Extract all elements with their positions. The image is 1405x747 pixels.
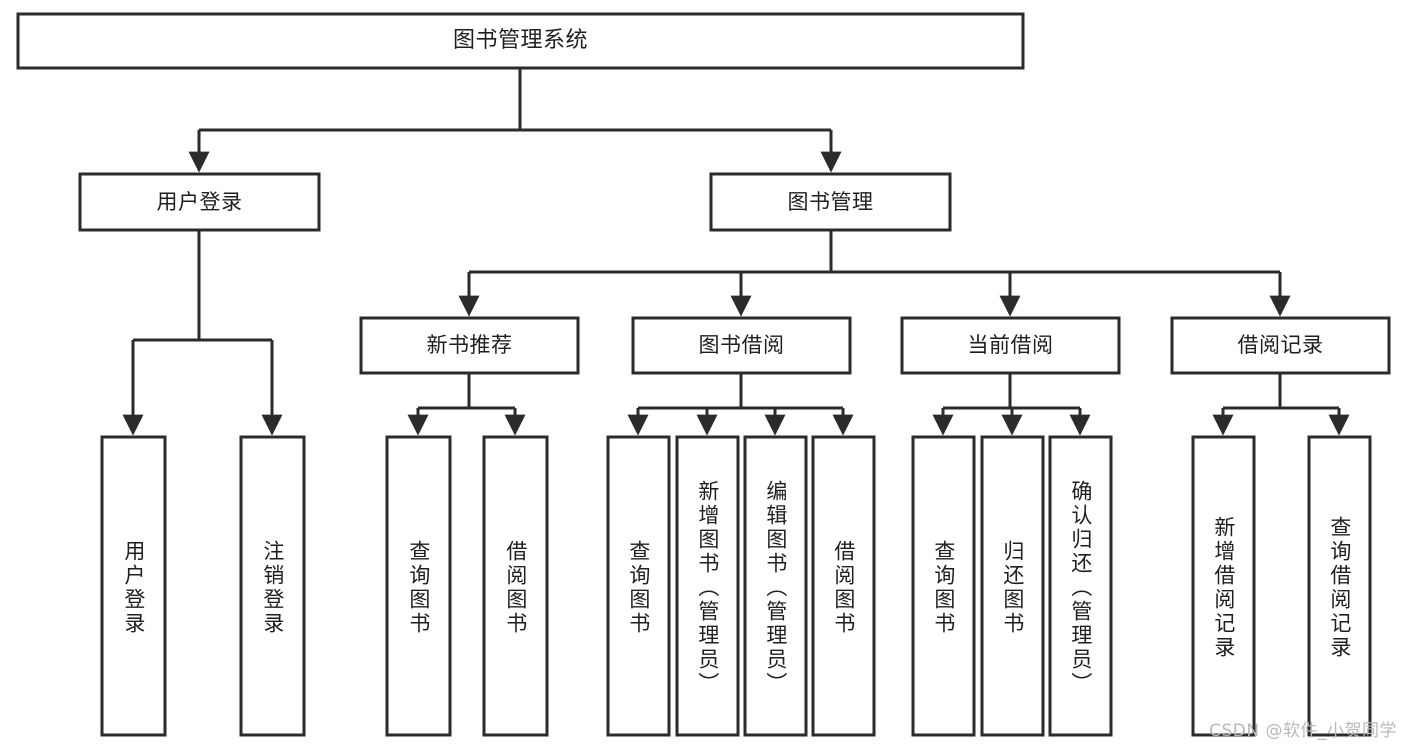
node-box-leaf-borrow-book-1[interactable] bbox=[482, 435, 549, 737]
node-box-user-login[interactable] bbox=[78, 172, 321, 232]
node-box-leaf-query-record[interactable] bbox=[1307, 435, 1372, 737]
node-box-root[interactable] bbox=[16, 12, 1025, 70]
node-box-new-book-recommend[interactable] bbox=[359, 316, 580, 375]
node-box-leaf-query-book-1[interactable] bbox=[385, 435, 452, 737]
watermark-credit: CSDN @软件_小贺同学 bbox=[1209, 721, 1397, 741]
node-box-book-management[interactable] bbox=[709, 172, 952, 232]
node-box-leaf-confirm-return[interactable] bbox=[1048, 435, 1113, 737]
node-box-current-borrow[interactable] bbox=[900, 316, 1121, 375]
node-box-book-borrow[interactable] bbox=[631, 316, 852, 375]
node-box-leaf-return-book[interactable] bbox=[980, 435, 1045, 737]
node-box-borrow-record[interactable] bbox=[1170, 316, 1391, 375]
node-box-leaf-query-book-3[interactable] bbox=[911, 435, 976, 737]
node-box-leaf-add-record[interactable] bbox=[1191, 435, 1256, 737]
node-box-leaf-edit-book[interactable] bbox=[743, 435, 808, 737]
node-box-leaf-borrow-book-2[interactable] bbox=[811, 435, 876, 737]
node-box-leaf-add-book[interactable] bbox=[675, 435, 740, 737]
node-box-leaf-query-book-2[interactable] bbox=[606, 435, 671, 737]
node-box-leaf-logout-login[interactable] bbox=[239, 435, 306, 737]
node-box-leaf-user-login[interactable] bbox=[100, 435, 167, 737]
